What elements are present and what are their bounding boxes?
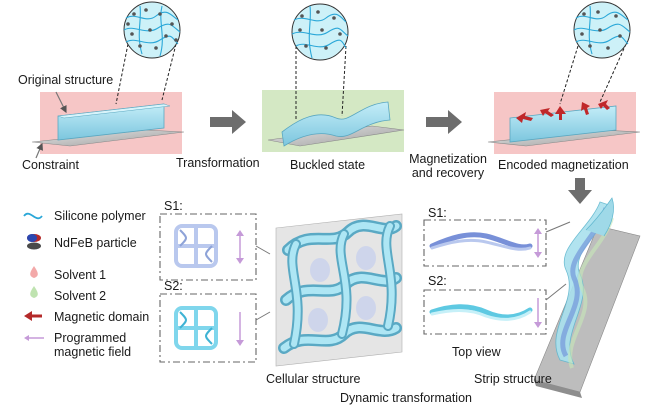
strip-s2-label: S2: (428, 274, 447, 288)
ndfeb-particle-icon (27, 234, 41, 250)
magnetic-domain-icon (24, 311, 42, 321)
magnetization-line1: Magnetization (409, 152, 487, 166)
strip-s2-pointer (545, 283, 567, 301)
strip-s1-field-arrow (534, 228, 542, 258)
strip-s1-label: S1: (428, 206, 447, 220)
silicone-polymer-icon (23, 212, 43, 220)
transformation-arrow (210, 110, 246, 134)
original-structure-label: Original structure (18, 73, 114, 87)
encoded-magnetization-panel (487, 92, 641, 154)
legend-magnetic-domain: Magnetic domain (54, 310, 150, 324)
encoded-magnetization-label: Encoded magnetization (498, 158, 629, 172)
dynamic-transformation-caption: Dynamic transformation (340, 391, 472, 405)
cellular-structure-3d (275, 213, 403, 367)
legend (23, 212, 44, 341)
legend-solvent1: Solvent 1 (54, 268, 107, 282)
strip-s1-pointer (545, 221, 571, 233)
magnetization-arrow (426, 110, 462, 134)
solvent1-icon (30, 266, 38, 278)
strip-s2-box (423, 289, 547, 335)
zoom-circle-2 (291, 3, 349, 120)
strip-s2-field-arrow (534, 298, 542, 328)
zoom-circle-1 (115, 1, 181, 105)
legend-ndfeb-particle: NdFeB particle (54, 236, 137, 250)
buckled-state-label: Buckled state (290, 158, 366, 172)
legend-programmed-field: Programmed magnetic field (54, 331, 131, 360)
cellular-s1-label: S1: (164, 199, 183, 213)
constraint-label: Constraint (22, 158, 79, 172)
programmed-field-icon (24, 335, 44, 341)
s1-pointer (255, 245, 271, 255)
magnetization-recovery-label: Magnetization and recovery (404, 152, 492, 181)
down-arrow (568, 178, 592, 204)
zoom-circle-3 (559, 1, 631, 105)
legend-solvent2: Solvent 2 (54, 289, 107, 303)
strip-structure-caption: Strip structure (474, 372, 552, 386)
top-view-label: Top view (452, 345, 501, 359)
magnetization-line2: and recovery (411, 166, 485, 181)
s1-field-arrow (236, 230, 244, 264)
buckled-state-panel (262, 90, 405, 152)
cellular-s2-box (159, 293, 257, 363)
programmed-line1: Programmed (54, 331, 127, 345)
cellular-s1-box (159, 213, 257, 281)
magnetic-domain-arrows (516, 100, 610, 123)
transformation-label: Transformation (176, 156, 260, 170)
s2-pointer (255, 311, 271, 321)
legend-silicone-polymer: Silicone polymer (54, 209, 146, 223)
solvent2-icon (30, 286, 38, 298)
s2-field-arrow (236, 312, 244, 346)
programmed-line2: magnetic field (54, 345, 132, 360)
strip-s1-box (423, 219, 547, 267)
cellular-s2-label: S2: (164, 279, 183, 293)
original-structure-panel (31, 91, 185, 159)
strip-structure-3d (533, 197, 641, 398)
cellular-structure-caption: Cellular structure (266, 372, 361, 386)
